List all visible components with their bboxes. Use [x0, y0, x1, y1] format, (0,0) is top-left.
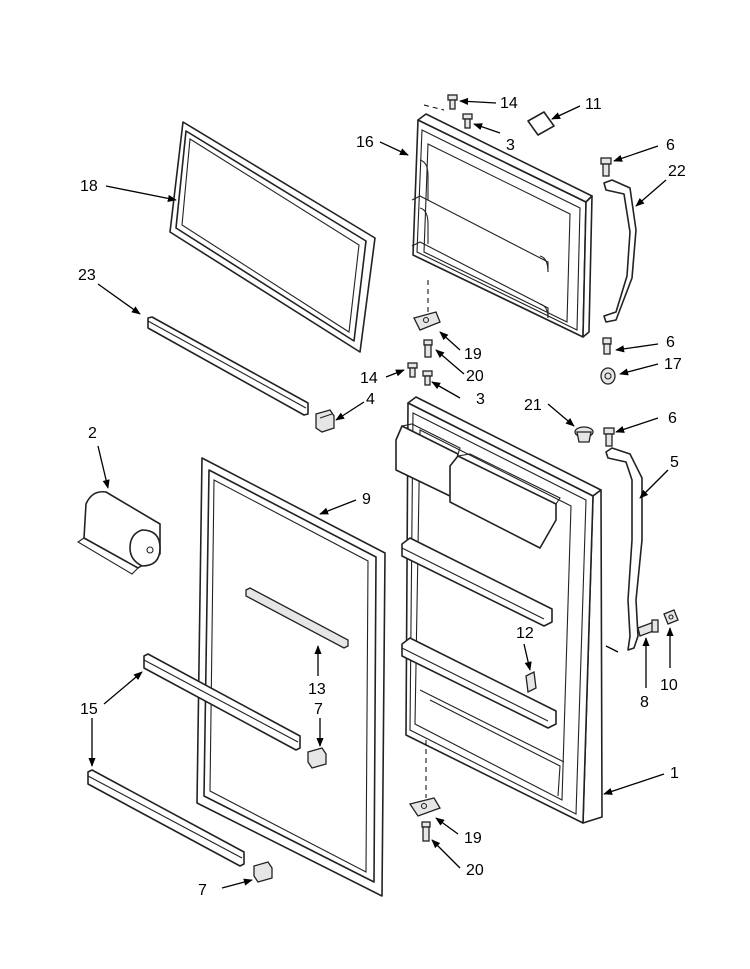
callout-15: 15 — [80, 701, 98, 718]
clip-part-12 — [525, 671, 537, 693]
callout-3-middle: 3 — [476, 391, 485, 408]
screw-part-3-top — [462, 113, 473, 129]
screw-part-20-top — [423, 339, 433, 358]
leader-lines — [88, 97, 674, 889]
callout-16: 16 — [356, 134, 374, 151]
cap-plug-part-21 — [574, 426, 594, 443]
callout-1: 1 — [670, 765, 679, 782]
screw-part-8 — [637, 619, 659, 637]
callout-19-bottom: 19 — [464, 830, 482, 847]
washer-part-10 — [663, 609, 679, 625]
dairy-bin-part-2 — [76, 490, 161, 575]
callout-labels: 14 3 11 16 6 22 18 23 6 19 20 17 14 3 4 … — [78, 95, 686, 899]
callout-6-b: 6 — [666, 334, 675, 351]
callout-8: 8 — [640, 694, 649, 711]
callout-7-lower: 7 — [198, 882, 207, 899]
callout-19-top: 19 — [464, 346, 482, 363]
strip-part-15-upper — [143, 653, 301, 751]
callout-22: 22 — [668, 163, 686, 180]
callout-13: 13 — [308, 681, 326, 698]
gasket-strip-part-13 — [245, 587, 349, 649]
callout-6-a: 6 — [666, 137, 675, 154]
callout-7-upper: 7 — [314, 701, 323, 718]
callout-5: 5 — [670, 454, 679, 471]
hinge-pin-part-14-middle — [407, 362, 418, 378]
callout-12: 12 — [516, 625, 534, 642]
fresh-food-gasket-part — [196, 457, 386, 897]
hinge-part-19-top — [413, 311, 441, 331]
fresh-food-door-part — [395, 396, 603, 824]
callout-11: 11 — [585, 96, 602, 113]
callout-20-top: 20 — [466, 368, 484, 385]
end-cap-part-7-upper — [307, 747, 327, 769]
callout-20-bottom: 20 — [466, 862, 484, 879]
hinge-part-19-bottom — [408, 797, 441, 817]
callout-3-top: 3 — [506, 137, 515, 154]
strip-part-15-lower — [87, 769, 245, 867]
label-part-11 — [527, 111, 555, 136]
freezer-door-part — [411, 113, 593, 338]
callout-14-middle: 14 — [360, 370, 378, 387]
callout-4: 4 — [366, 391, 375, 408]
callout-10: 10 — [660, 677, 678, 694]
freezer-handle-part — [600, 157, 637, 355]
screw-part-3-middle — [422, 370, 433, 386]
fresh-food-handle-part — [603, 427, 643, 651]
callout-23: 23 — [78, 267, 96, 284]
end-cap-part-7-lower — [253, 861, 273, 883]
freezer-gasket-part — [169, 121, 376, 353]
plug-part-17 — [600, 367, 616, 385]
end-cap-part-4 — [315, 409, 335, 433]
callout-2: 2 — [88, 425, 97, 442]
callout-17: 17 — [664, 356, 682, 373]
callout-18: 18 — [80, 178, 98, 195]
hinge-pin-part-14-top — [447, 94, 458, 110]
callout-9: 9 — [362, 491, 371, 508]
callout-6-c: 6 — [668, 410, 677, 427]
callout-21: 21 — [524, 397, 542, 414]
callout-14-top: 14 — [500, 95, 518, 112]
freezer-strip-part — [147, 316, 309, 416]
screw-part-20-bottom — [421, 821, 431, 842]
